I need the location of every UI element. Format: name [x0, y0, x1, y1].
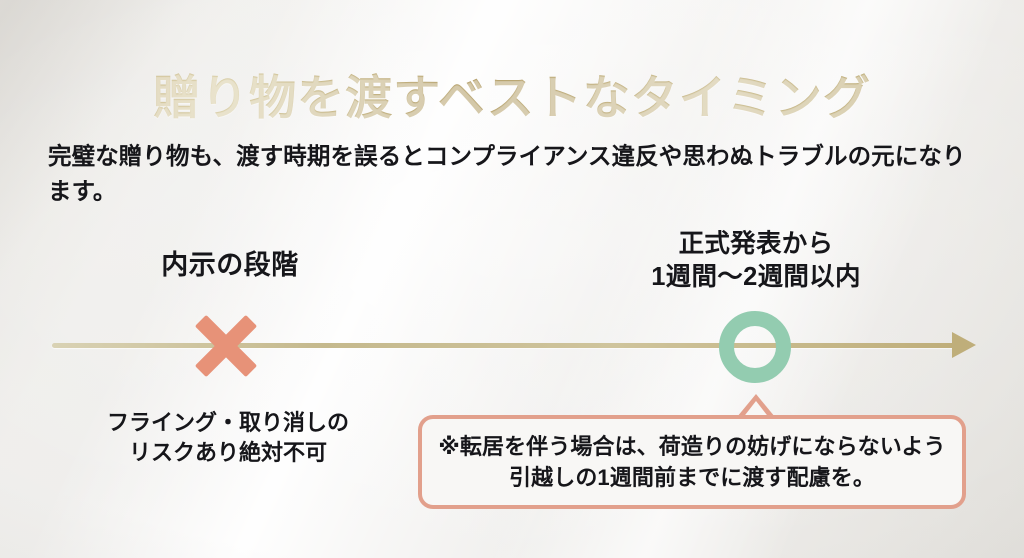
marker-label-good-timing-line2: 1週間〜2週間以内 [651, 262, 861, 291]
marker-label-good-timing-line1: 正式発表から [678, 230, 834, 258]
note-pointer-fill [742, 401, 770, 419]
marker-caption-bad-timing-line2: リスクあり絶対不可 [128, 439, 327, 465]
marker-label-bad-timing: 内示の段階 [161, 250, 299, 280]
note-callout-line1: ※転居を伴う場合は、荷造りの妨げにならないよう [438, 433, 946, 459]
arrow-right-icon [952, 332, 976, 358]
circle-icon [719, 311, 791, 383]
timeline-axis [52, 343, 958, 348]
note-callout-box: ※転居を伴う場合は、荷造りの妨げにならないよう 引越しの1週間前までに渡す配慮を… [418, 415, 966, 509]
cross-icon [192, 312, 260, 380]
marker-caption-bad-timing: フライング・取り消しの リスクあり絶対不可 [78, 408, 378, 468]
marker-caption-bad-timing-line1: フライング・取り消しの [106, 410, 349, 435]
lead-paragraph: 完璧な贈り物も、渡す時期を誤るとコンプライアンス違反や思わぬトラブルの元になりま… [48, 142, 966, 205]
note-callout-text: ※転居を伴う場合は、荷造りの妨げにならないよう 引越しの1週間前までに渡す配慮を… [438, 431, 945, 493]
marker-label-good-timing: 正式発表から 1週間〜2週間以内 [600, 228, 912, 293]
note-callout-line2: 引越しの1週間前までに渡す配慮を。 [509, 465, 875, 490]
page-title: 贈り物を渡すベストなタイミング [0, 59, 1024, 128]
